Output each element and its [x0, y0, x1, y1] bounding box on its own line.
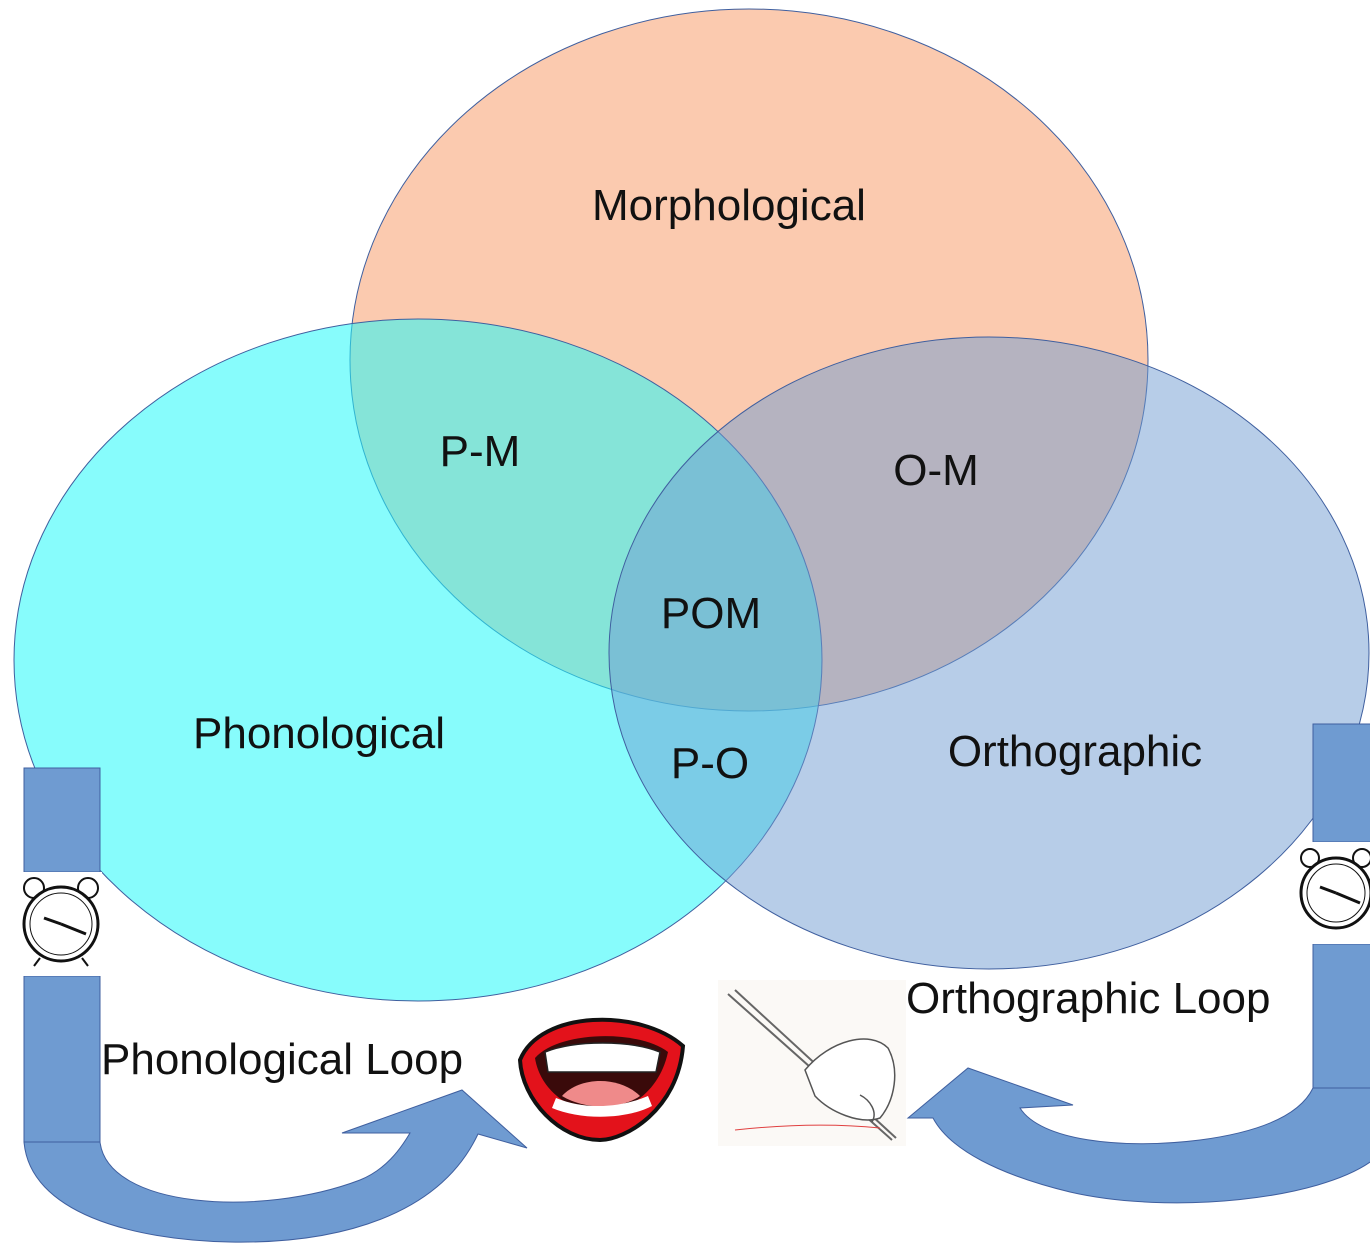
orthographic-loop: Orthographic Loop: [906, 723, 1370, 1204]
phonological-loop-arrow: [23, 1089, 528, 1243]
orthographic-label: Orthographic: [948, 727, 1202, 776]
overlap-pm-label: P-M: [440, 427, 521, 476]
phonological-loop-bar-bottom: [23, 975, 101, 1143]
alarm-clock-icon: [1299, 842, 1370, 944]
alarm-clock-icon: [22, 872, 102, 976]
orthographic-loop-label: Orthographic Loop: [906, 974, 1270, 1023]
orthographic-loop-arrow: [906, 1067, 1370, 1204]
orthographic-loop-bar-bottom: [1312, 943, 1370, 1089]
mouth-icon: [517, 1017, 686, 1143]
phonological-loop: Phonological Loop: [22, 767, 528, 1243]
orthographic-loop-bar-top: [1312, 723, 1370, 843]
overlap-om-label: O-M: [893, 446, 979, 495]
orthographic-circle: [608, 336, 1370, 970]
phonological-loop-bar-top: [23, 767, 101, 873]
overlap-po-label: P-O: [671, 739, 749, 788]
phonological-loop-label: Phonological Loop: [101, 1035, 463, 1084]
writing-hand-icon: [718, 980, 906, 1146]
phonological-label: Phonological: [193, 709, 445, 758]
overlap-pom-label: POM: [661, 589, 761, 638]
morphological-label: Morphological: [592, 181, 866, 230]
